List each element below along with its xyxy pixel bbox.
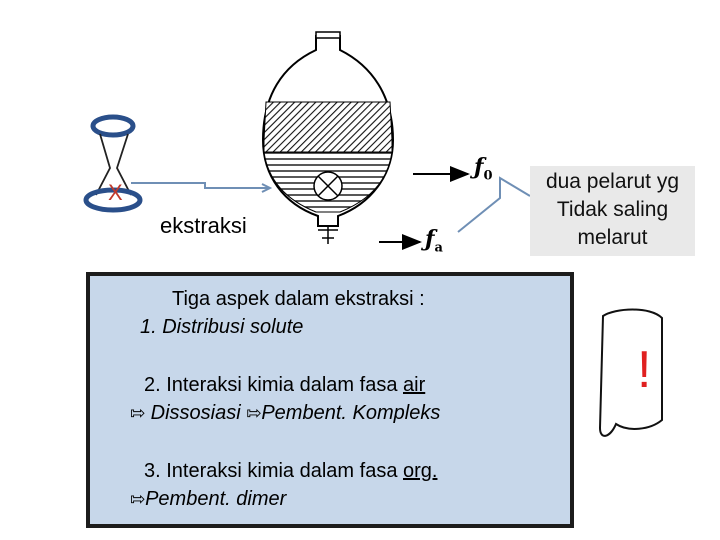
organic-layer [263,101,393,153]
connector-line [131,182,268,189]
exclamation-icon: ! [637,341,652,399]
unknown-label: X [108,180,123,205]
aspect-2-details: ⇰ Dissosiasi ⇰Pembent. Kompleks [130,402,441,424]
scroll-note-shape [598,308,663,437]
funnel-bottom-ring [83,187,143,213]
aspect-3: 3. Interaksi kimia dalam fasa org. [144,460,438,482]
solvent-line-3: melarut [577,226,648,249]
aspects-panel: Tiga aspek dalam ekstraksi : 1. Distribu… [86,272,574,528]
funnel-body [95,133,132,196]
aspect-1: 1. Distribusi solute [140,316,304,338]
aspect-3-details: ⇰Pembent. dimer [130,488,287,510]
solvent-description: dua pelarut yg Tidak saling melarut [530,166,695,256]
separatory-funnel [261,31,395,244]
stopcock-handle [318,226,338,244]
solvent-connector [457,176,531,233]
bullet-arrow-icon: ⇰ [246,403,262,424]
aqueous-phase-label: ƒa [425,226,443,256]
aspect-2-phase: air [403,374,426,396]
solvent-line-1: dua pelarut yg [545,170,680,193]
funnel-top-ring [90,114,136,138]
solvent-line-2: Tidak saling [556,198,669,221]
aspect-3-phase: org. [403,460,438,482]
process-label: ekstraksi [160,213,247,238]
bullet-arrow-icon: ⇰ [130,489,146,510]
panel-title: Tiga aspek dalam ekstraksi : [172,288,425,310]
aspect-2: 2. Interaksi kimia dalam fasa air [144,374,426,396]
stopper [315,31,341,39]
organic-phase-label: ƒ0 [474,154,493,184]
bullet-arrow-icon: ⇰ [130,403,146,424]
sample-funnel [83,114,143,213]
connector-arrowhead [261,183,273,193]
